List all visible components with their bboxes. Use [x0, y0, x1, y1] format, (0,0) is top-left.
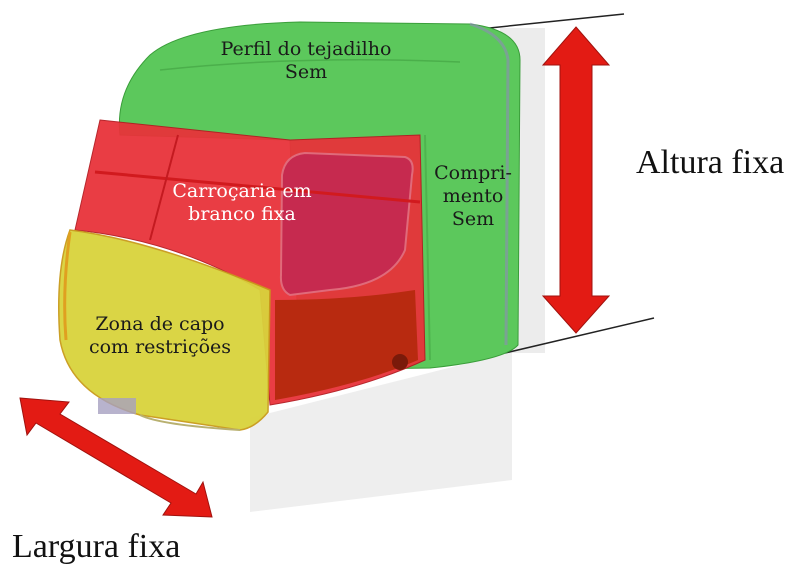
hood-zone-label: Zona de capo com restrições [60, 313, 260, 359]
roof-profile-line-1: Perfil do tejadilho [220, 38, 392, 60]
body-in-white-label: Carroçaria em branco fixa [152, 180, 332, 226]
hood-zone-line-2: com restrições [88, 335, 232, 358]
background-panel-lower [250, 352, 512, 512]
length-line-1: Compri- [434, 162, 512, 184]
height-arrow [541, 26, 611, 334]
body-seam [94, 170, 421, 204]
bumper-detail [98, 398, 136, 414]
body-in-white-line-1: Carroçaria em [172, 180, 312, 202]
door-lower [275, 290, 418, 400]
roof-ridge [159, 59, 461, 71]
length-label: Compri- mento Sem [418, 162, 528, 230]
guide-line-top [469, 13, 625, 31]
length-line-3: Sem [451, 207, 495, 230]
body-in-white-line-2: branco fixa [188, 202, 296, 225]
fixed-width-label: Largura fixa [12, 528, 181, 565]
hood-zone-line-1: Zona de capo [95, 313, 225, 335]
door-handle [392, 354, 408, 370]
roof-profile-label: Perfil do tejadilho Sem [206, 38, 406, 84]
fixed-height-label: Altura fixa [636, 144, 785, 181]
door-window [279, 151, 414, 297]
width-arrow [19, 397, 213, 518]
roof-profile-line-2: Sem [284, 60, 328, 83]
length-line-2: mento [442, 184, 504, 207]
guide-line-bottom [504, 317, 655, 354]
